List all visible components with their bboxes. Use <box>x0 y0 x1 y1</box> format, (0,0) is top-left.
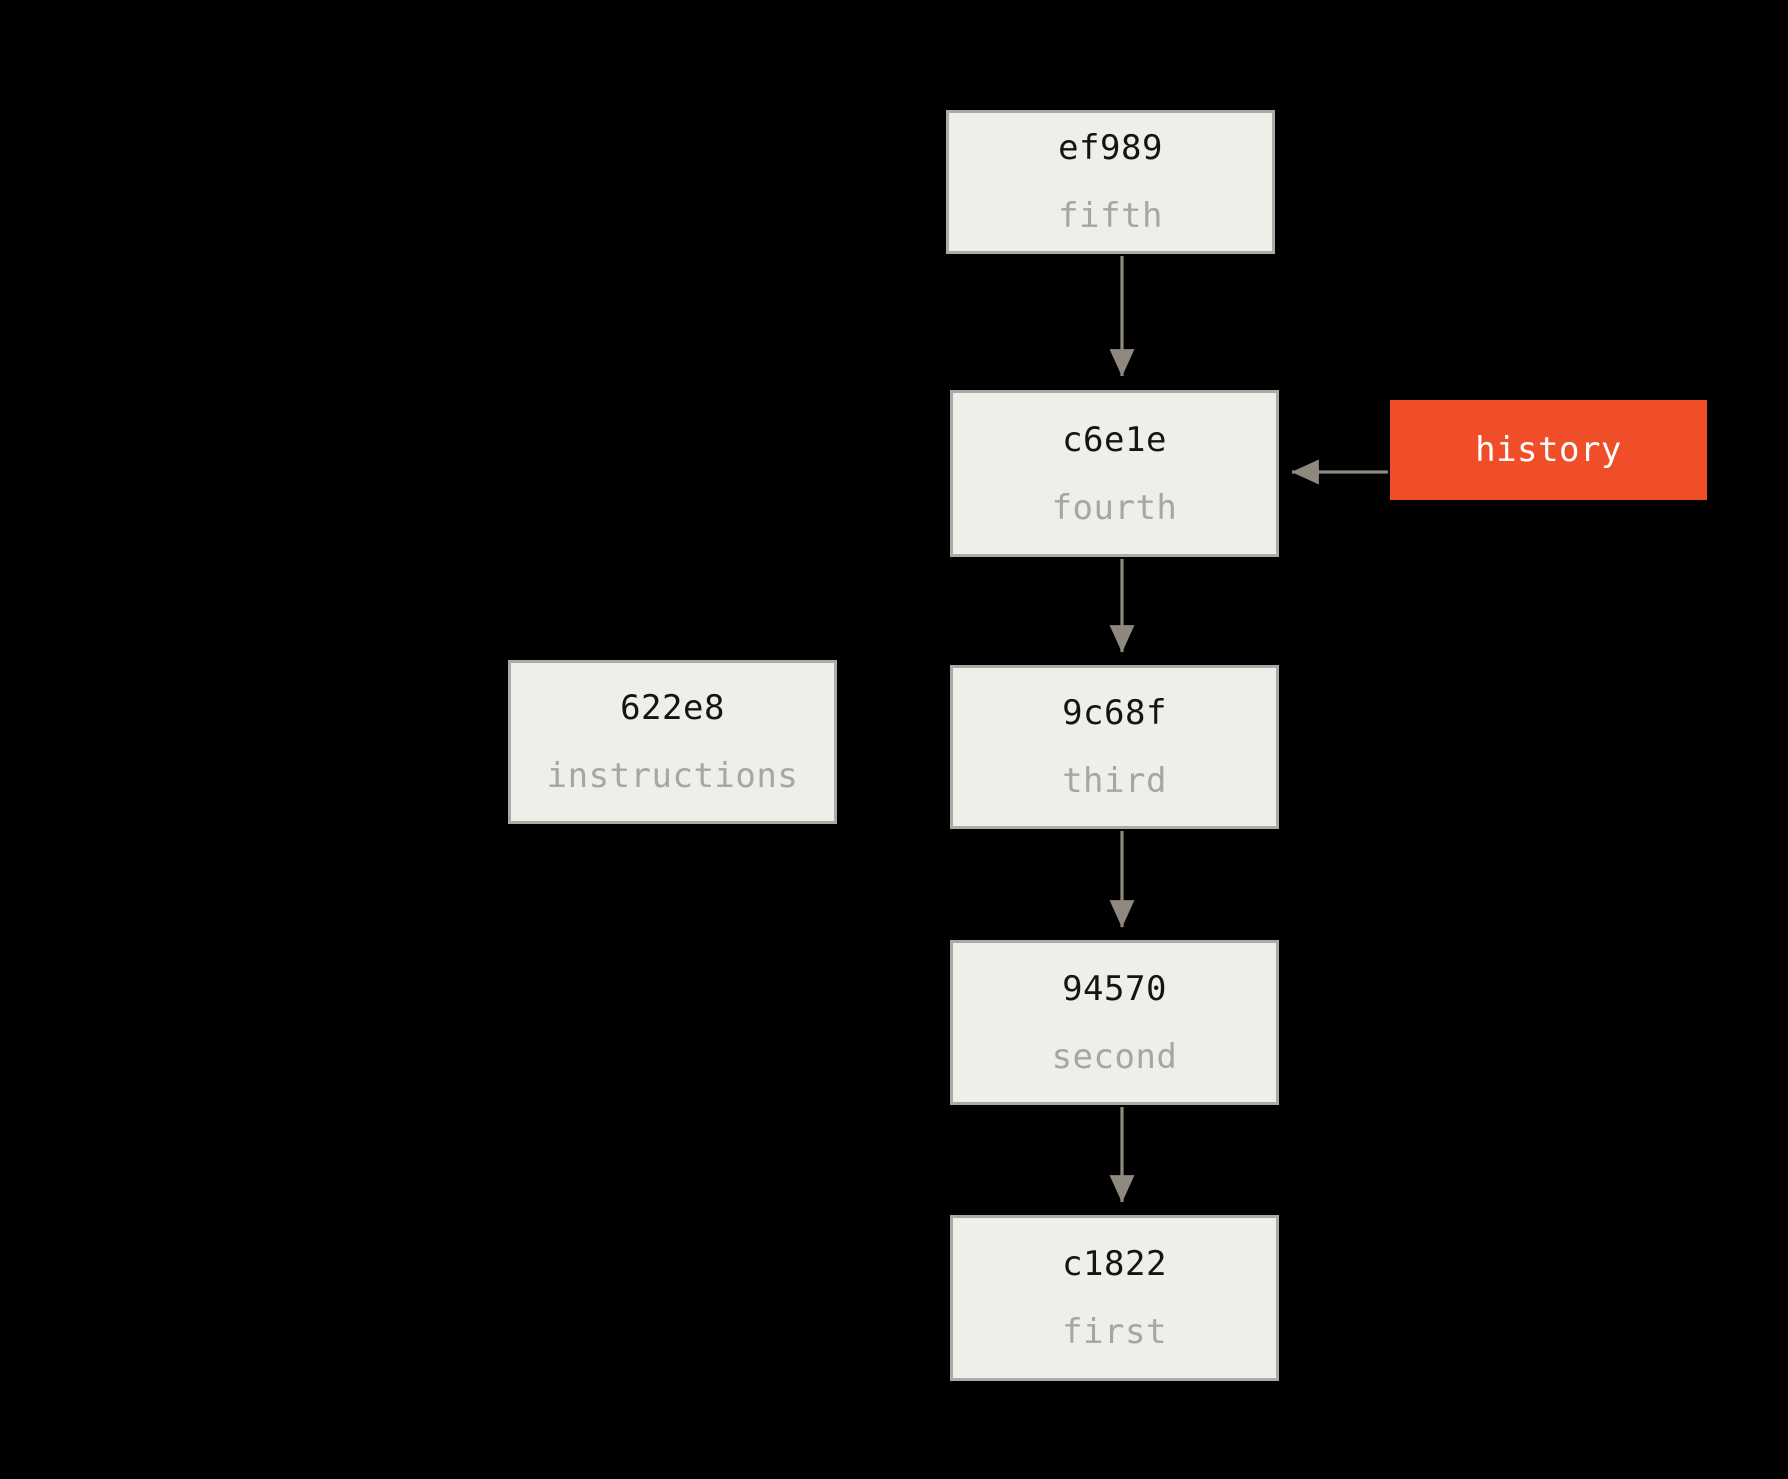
commit-hash: ef989 <box>1058 128 1163 168</box>
commit-node-9c68f[interactable]: 9c68f third <box>950 665 1279 829</box>
commit-hash: c1822 <box>1062 1244 1167 1284</box>
commit-label: first <box>1062 1312 1167 1352</box>
commit-label: fourth <box>1051 487 1178 528</box>
commit-label: instructions <box>546 756 799 796</box>
commit-label: fifth <box>1058 196 1163 236</box>
commit-node-c1822[interactable]: c1822 first <box>950 1215 1279 1381</box>
commit-hash: 622e8 <box>620 688 725 728</box>
commit-node-622e8[interactable]: 622e8 instructions <box>508 660 837 824</box>
commit-node-c6e1e[interactable]: c6e1e fourth <box>950 390 1279 557</box>
commit-hash: c6e1e <box>1062 419 1167 460</box>
commit-label: second <box>1051 1036 1178 1077</box>
commit-node-ef989[interactable]: ef989 fifth <box>946 110 1275 254</box>
commit-label: third <box>1062 761 1167 801</box>
commit-hash: 94570 <box>1062 968 1167 1009</box>
commit-node-94570[interactable]: 94570 second <box>950 940 1279 1105</box>
ref-badge-label: history <box>1475 430 1622 470</box>
commit-hash: 9c68f <box>1062 693 1167 733</box>
ref-badge-history[interactable]: history <box>1390 400 1707 500</box>
